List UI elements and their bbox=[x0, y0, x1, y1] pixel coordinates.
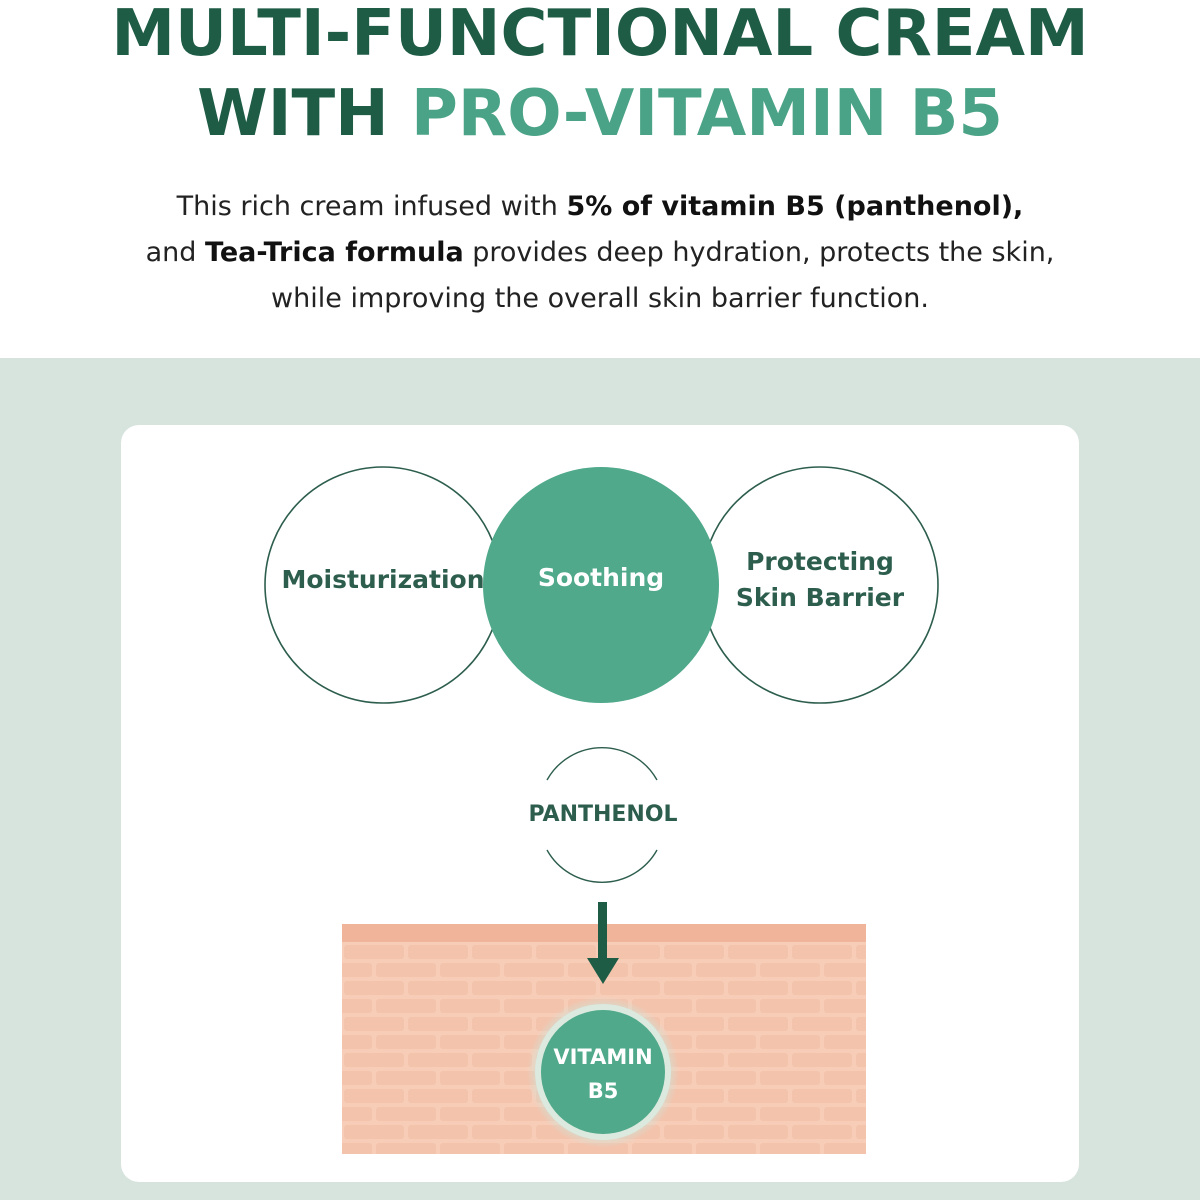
soothing-label: Soothing bbox=[537, 563, 665, 592]
protecting-label-line1: Protecting bbox=[746, 547, 894, 576]
page-title-line1: MULTI-FUNCTIONAL CREAM bbox=[111, 0, 1089, 71]
desc-line2-bold: Tea-Trica formula bbox=[204, 237, 464, 268]
protecting-label-line2: Skin Barrier bbox=[735, 583, 905, 612]
panthenol-circle-bottom-arc bbox=[546, 849, 658, 883]
desc-line1-bold: 5% of vitamin B5 (panthenol), bbox=[566, 191, 1024, 222]
title-prefix: WITH bbox=[197, 77, 411, 151]
header-section: MULTI-FUNCTIONAL CREAM WITH PRO-VITAMIN … bbox=[0, 0, 1200, 358]
page-title-line2: WITH PRO-VITAMIN B5 bbox=[0, 82, 1200, 146]
moisturization-label: Moisturization bbox=[281, 565, 485, 594]
description-line1: This rich cream infused with 5% of vitam… bbox=[0, 193, 1200, 220]
desc-line1-text: This rich cream infused with bbox=[176, 191, 567, 222]
title-accent: PRO-VITAMIN B5 bbox=[411, 77, 1003, 151]
description-line3: while improving the overall skin barrier… bbox=[271, 283, 929, 314]
arrow-shaft-over-skin bbox=[598, 924, 607, 964]
description-line2: and Tea-Trica formula provides deep hydr… bbox=[0, 239, 1200, 266]
soothing-circle bbox=[483, 467, 719, 703]
arrow-head-over-skin bbox=[587, 958, 619, 984]
desc-line2-prefix: and bbox=[145, 237, 205, 268]
panthenol-circle-top-arc bbox=[546, 747, 658, 781]
desc-line2-rest: provides deep hydration, protects the sk… bbox=[463, 237, 1055, 268]
panthenol-label: PANTHENOL bbox=[528, 802, 678, 827]
vitamin-label-line1: VITAMIN bbox=[553, 1045, 653, 1069]
vitamin-label-line2: B5 bbox=[587, 1079, 619, 1103]
vitamin-b5-circle bbox=[541, 1010, 665, 1134]
